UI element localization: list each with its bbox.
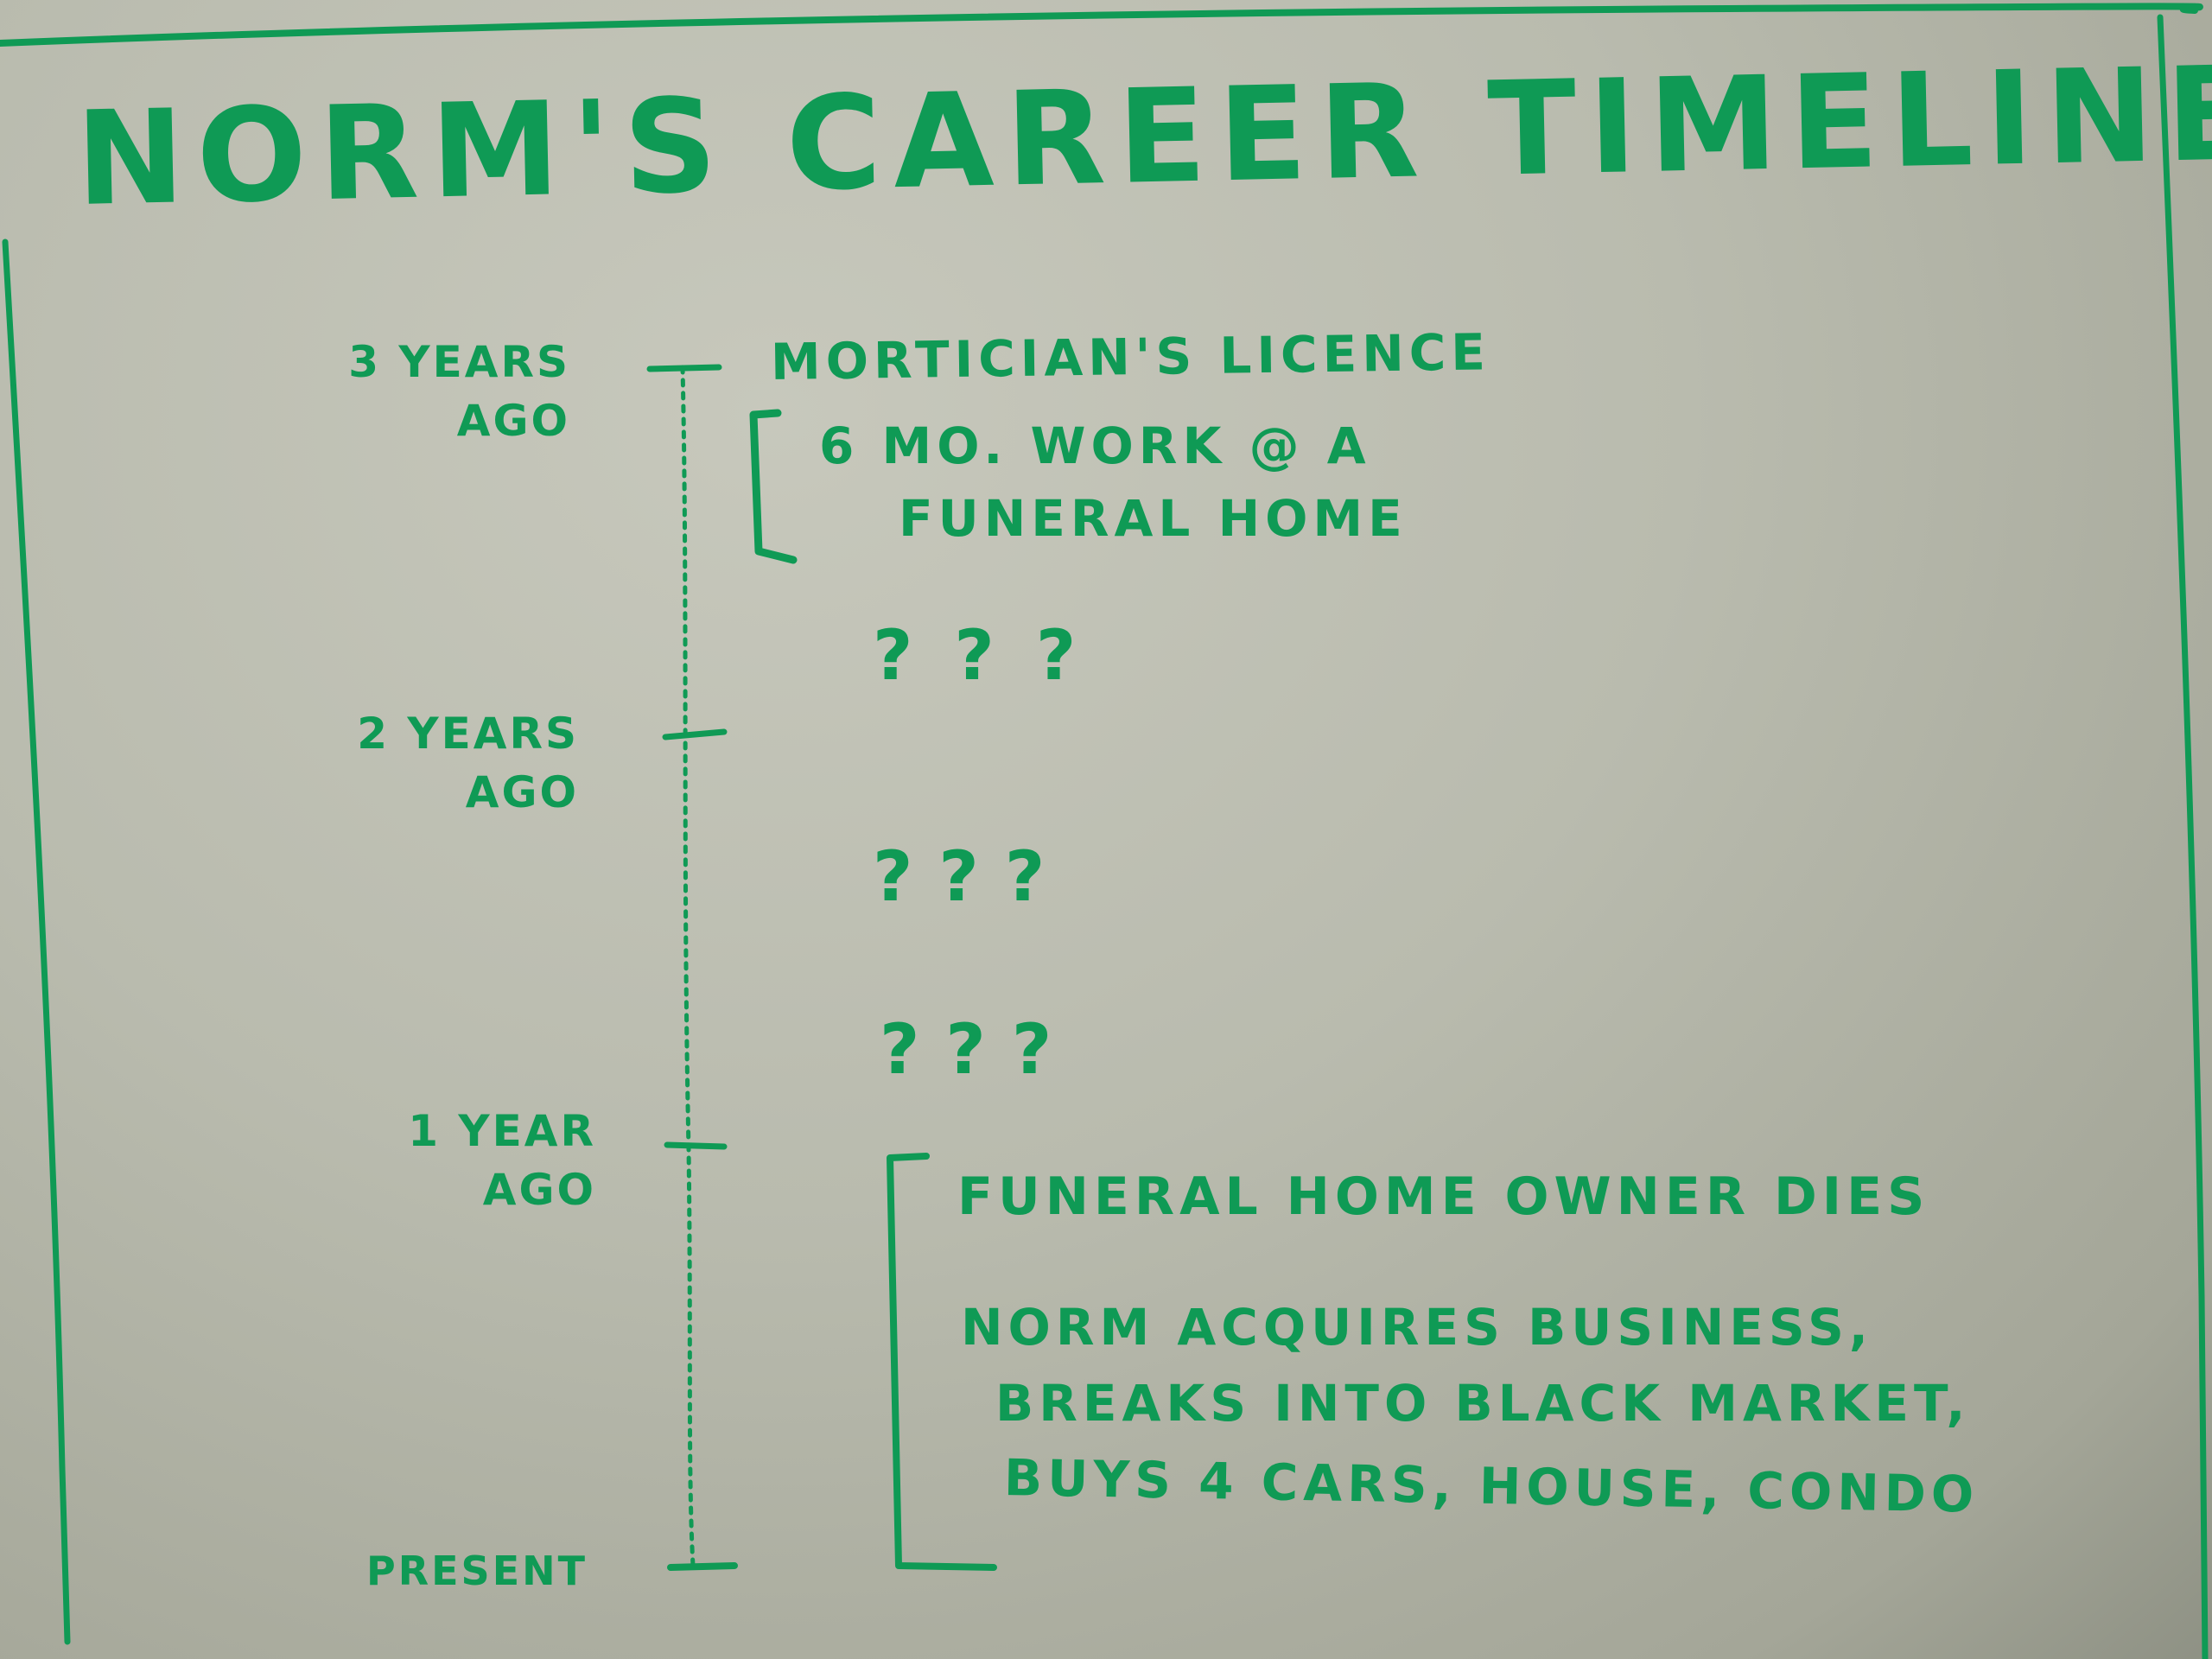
event-funeral-work-line-1: 6 MO. WORK @ A	[819, 416, 1371, 475]
tick-label-line: AGO	[456, 396, 570, 446]
tick-label-line: AGO	[465, 767, 579, 817]
tick-label-line: 3 YEARS	[348, 337, 570, 387]
tick-label-present: PRESENT	[328, 1541, 588, 1600]
border-left-line	[2, 238, 71, 1645]
event-funeral-work-line-2: FUNERAL HOME	[899, 489, 1408, 548]
bracket-recent-events	[887, 1153, 997, 1571]
unknown-period-3: ???	[880, 1009, 1078, 1090]
timeline-axis	[680, 365, 696, 1568]
event-owner-dies: FUNERAL HOME OWNER DIES	[957, 1166, 1930, 1227]
border-right-line	[2157, 14, 2209, 1659]
event-morticians-licence: MORTICIAN'S LICENCE	[770, 322, 1491, 391]
tick-2-years	[662, 728, 728, 741]
tick-label-line: PRESENT	[366, 1548, 588, 1594]
border-top-line	[0, 3, 2203, 47]
tick-present	[667, 1562, 738, 1571]
tick-3-years	[646, 364, 722, 372]
unknown-period-1: ???	[873, 615, 1118, 696]
tick-label-3-years: 3 YEARS AGO	[285, 333, 570, 450]
tick-label-line: 2 YEARS	[357, 709, 579, 759]
tick-1-year	[664, 1141, 728, 1150]
tick-label-line: 1 YEAR	[408, 1106, 596, 1156]
tick-label-2-years: 2 YEARS AGO	[285, 704, 579, 822]
unknown-period-2: ???	[873, 836, 1071, 917]
bracket-funeral-work	[749, 409, 798, 564]
tick-label-line: AGO	[482, 1165, 596, 1215]
event-acquires-line-2: BREAKS INTO BLACK MARKET,	[995, 1374, 1971, 1433]
tick-label-1-year: 1 YEAR AGO	[285, 1102, 596, 1219]
event-acquires-line-1: NORM ACQUIRES BUSINESS,	[961, 1298, 1873, 1357]
